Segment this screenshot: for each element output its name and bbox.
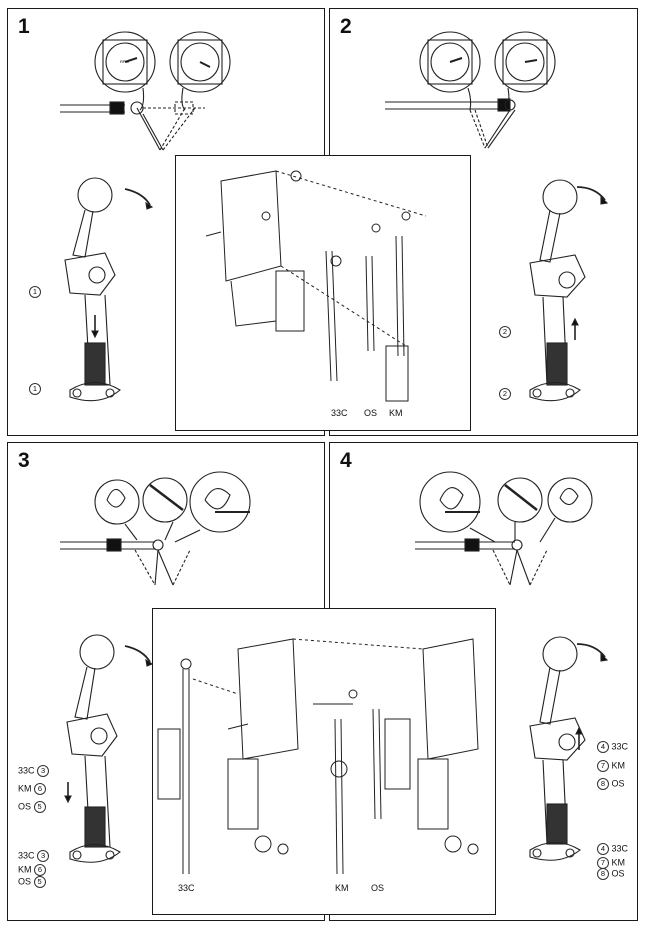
label-os-upper: 8 OS <box>597 778 625 790</box>
throttle-lever-step-1 <box>64 177 154 402</box>
cable-name: OS <box>18 801 32 812</box>
throttle-shift-illustration-step-4 <box>415 471 593 586</box>
cable-name: OS <box>611 778 625 789</box>
cable-assembly-inset-2: 33C KM OS <box>152 608 496 915</box>
callout-number: 5 <box>33 801 46 813</box>
callout-number: 2 <box>499 326 511 338</box>
label-km-lower: KM 6 <box>18 864 47 876</box>
step-number: 4 <box>340 449 352 472</box>
callout-number: 3 <box>37 765 50 777</box>
callout-2-top: 2 <box>499 326 511 338</box>
cable-name: 33C <box>611 843 629 854</box>
callout-2-bottom: 2 <box>499 388 511 400</box>
callout-1-bottom: 1 <box>29 383 41 395</box>
callout-number: 6 <box>34 783 47 795</box>
cable-label-os: OS <box>364 408 378 418</box>
label-33c-lower: 4 33C <box>597 843 628 855</box>
label-os-lower: 8 OS <box>597 868 625 880</box>
throttle-lever-step-4 <box>529 636 609 861</box>
cable-name: KM <box>611 857 626 868</box>
callout-number: 5 <box>33 876 46 888</box>
gauge-illustration-step-1: RPM <box>60 31 231 151</box>
callout-number: 7 <box>597 760 609 772</box>
rpm-dial-text: RPM <box>120 59 129 64</box>
cable-name: 33C <box>18 765 35 776</box>
gauge-illustration-step-2 <box>385 31 556 149</box>
cable-name: KM <box>611 760 626 771</box>
cable-assembly-drawing-1 <box>205 170 427 402</box>
cable-name: KM <box>18 864 32 875</box>
label-os-upper: OS 5 <box>18 801 46 813</box>
label-os-lower: OS 5 <box>18 876 46 888</box>
callout-1-top: 1 <box>29 286 41 298</box>
cable-label-33c: 33C <box>178 883 195 893</box>
cable-assembly-inset-1: 33C OS KM <box>175 155 471 431</box>
throttle-shift-illustration-step-3 <box>60 471 251 586</box>
cable-label-os: OS <box>371 883 385 893</box>
cable-assembly-drawing-2 <box>157 638 479 875</box>
callout-number: 6 <box>34 864 47 876</box>
cable-name: 33C <box>18 850 35 861</box>
label-km-upper: KM 6 <box>18 783 47 795</box>
cable-label-33c: 33C <box>331 408 348 418</box>
step-number: 3 <box>18 449 30 472</box>
cable-label-km: KM <box>389 408 403 418</box>
label-33c-lower: 33C 3 <box>18 850 50 862</box>
cable-label-km: KM <box>335 883 349 893</box>
throttle-lever-step-3 <box>64 634 154 863</box>
cable-name: OS <box>18 876 32 887</box>
step-number: 2 <box>340 15 352 38</box>
cable-name: KM <box>18 783 32 794</box>
callout-number: 8 <box>597 868 609 880</box>
callout-number: 8 <box>597 778 609 790</box>
label-33c-upper: 4 33C <box>597 741 628 753</box>
throttle-lever-step-2 <box>529 179 609 402</box>
callout-number: 2 <box>499 388 511 400</box>
step-number: 1 <box>18 15 30 38</box>
label-33c-upper: 33C 3 <box>18 765 50 777</box>
callout-number: 1 <box>29 286 41 298</box>
callout-number: 1 <box>29 383 41 395</box>
cable-name: 33C <box>611 741 629 752</box>
callout-number: 4 <box>597 741 609 753</box>
callout-number: 3 <box>37 850 50 862</box>
callout-number: 4 <box>597 843 609 855</box>
cable-name: OS <box>611 868 625 879</box>
label-km-upper: 7 KM <box>597 760 625 772</box>
